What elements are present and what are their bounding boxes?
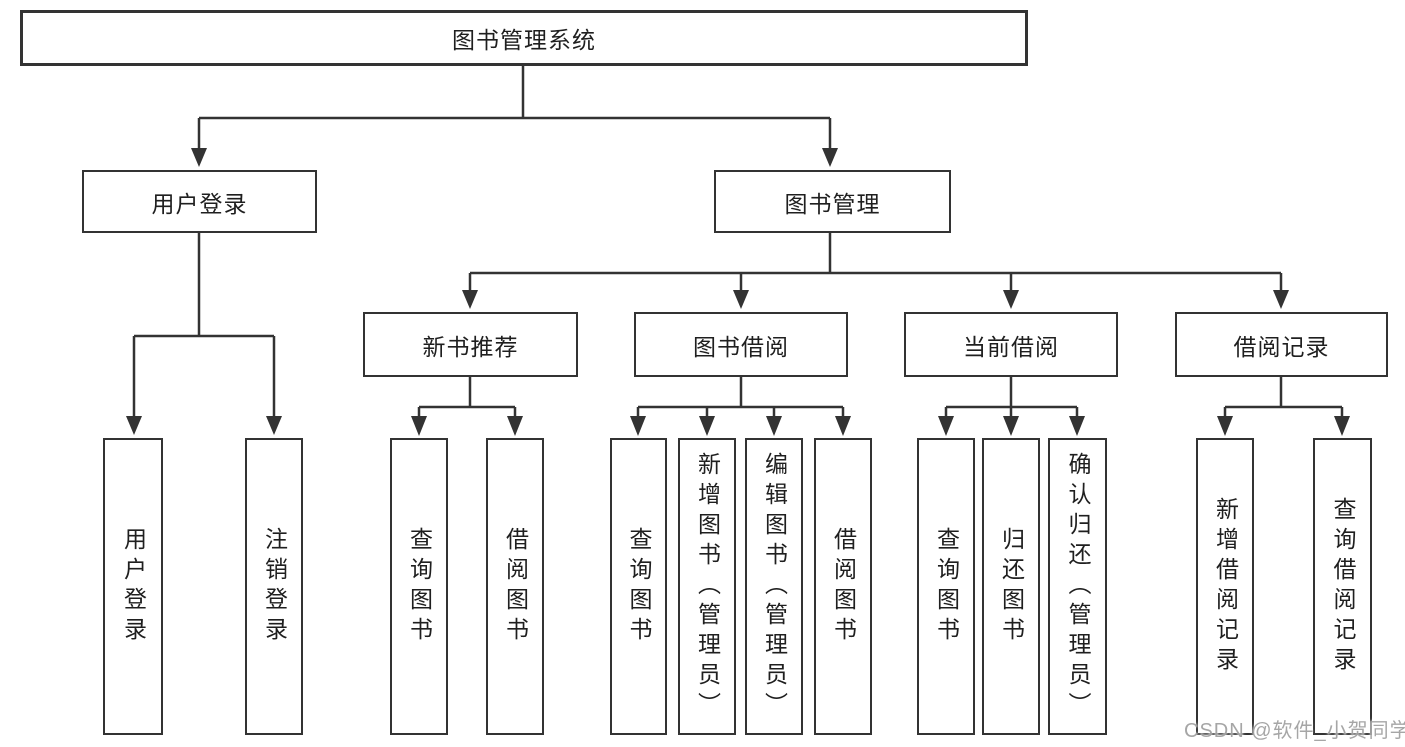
leaf-logout-label: 注销登录 xyxy=(261,526,288,647)
leaf-borrowing-borrow-books: 借阅图书 xyxy=(814,438,872,735)
connector-group-recommend xyxy=(417,377,517,417)
leaf-borrowing-add-book-admin-label: 新增图书（管理员） xyxy=(694,451,721,722)
leaf-borrowing-query-books-label: 查询图书 xyxy=(626,526,652,647)
leaf-user-login-label: 用户登录 xyxy=(120,526,147,647)
node-new-book-recommendation: 新书推荐 xyxy=(363,312,578,377)
node-current-borrowing-label: 当前借阅 xyxy=(963,333,1059,360)
leaf-current-query-books: 查询图书 xyxy=(917,438,975,735)
leaf-current-return-books: 归还图书 xyxy=(982,438,1040,735)
leaf-current-confirm-return-admin-label: 确认归还（管理员） xyxy=(1065,451,1091,722)
leaf-recommend-query-books: 查询图书 xyxy=(390,438,448,735)
node-borrowing-records-label: 借阅记录 xyxy=(1233,333,1330,360)
leaf-borrowing-edit-book-admin: 编辑图书（管理员） xyxy=(745,438,803,735)
leaf-borrowing-add-book-admin: 新增图书（管理员） xyxy=(678,438,736,735)
leaf-recommend-query-books-label: 查询图书 xyxy=(406,526,433,647)
node-borrowing-records: 借阅记录 xyxy=(1175,312,1388,377)
leaf-borrowing-edit-book-admin-label: 编辑图书（管理员） xyxy=(761,451,788,722)
node-book-management-label: 图书管理 xyxy=(784,190,881,217)
leaf-current-confirm-return-admin: 确认归还（管理员） xyxy=(1048,438,1107,735)
connector-group-current xyxy=(944,377,1079,417)
arrowheads xyxy=(126,148,1350,436)
leaf-user-login: 用户登录 xyxy=(103,438,163,735)
node-book-management: 图书管理 xyxy=(714,170,951,233)
leaf-records-add-record: 新增借阅记录 xyxy=(1196,438,1254,735)
leaf-recommend-borrow-books-label: 借阅图书 xyxy=(502,526,529,647)
node-root: 图书管理系统 xyxy=(20,10,1028,66)
node-current-borrowing: 当前借阅 xyxy=(904,312,1118,377)
node-user-login: 用户登录 xyxy=(82,170,317,233)
connector-root-stem xyxy=(197,66,832,149)
connector-login-branch xyxy=(132,233,276,417)
leaf-borrowing-query-books: 查询图书 xyxy=(610,438,667,735)
leaf-records-add-record-label: 新增借阅记录 xyxy=(1212,496,1239,677)
node-root-label: 图书管理系统 xyxy=(452,27,596,53)
leaf-borrowing-borrow-books-label: 借阅图书 xyxy=(830,526,857,647)
node-new-book-recommendation-label: 新书推荐 xyxy=(422,333,519,360)
connector-group-records xyxy=(1223,377,1344,417)
connector-management-branch xyxy=(468,233,1283,291)
leaf-current-return-books-label: 归还图书 xyxy=(998,526,1025,647)
leaf-current-query-books-label: 查询图书 xyxy=(933,526,960,647)
node-book-borrowing: 图书借阅 xyxy=(634,312,848,377)
leaf-logout: 注销登录 xyxy=(245,438,303,735)
leaf-recommend-borrow-books: 借阅图书 xyxy=(486,438,544,735)
leaf-records-query-record: 查询借阅记录 xyxy=(1313,438,1372,735)
connector-group-borrowing xyxy=(636,377,845,417)
node-book-borrowing-label: 图书借阅 xyxy=(693,333,789,360)
node-user-login-label: 用户登录 xyxy=(151,190,248,217)
csdn-watermark: CSDN @软件_小贺同学 xyxy=(1184,720,1405,742)
leaf-records-query-record-label: 查询借阅记录 xyxy=(1330,496,1356,677)
